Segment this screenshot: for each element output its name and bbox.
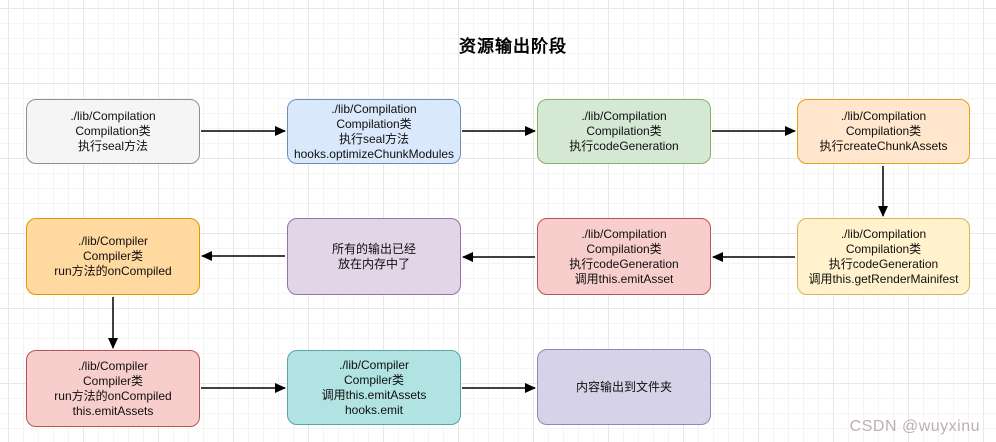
node-line: ./lib/Compilation [840,226,927,241]
node-line: 调用this.emitAssets [321,387,427,402]
node-line: 执行codeGeneration [569,256,679,271]
node-line: this.emitAssets [72,403,154,418]
diagram-title: 资源输出阶段 [459,37,567,56]
node-line: ./lib/Compilation [840,109,927,123]
node-line: ./lib/Compiler [77,358,149,373]
node-run-on-compiled: ./lib/Compiler Compiler类 run方法的onCompile… [26,218,200,295]
node-line: Compilation类 [586,124,662,138]
node-output-in-memory: 所有的输出已经 放在内存中了 [287,218,461,295]
node-line: Compiler类 [82,373,143,388]
node-line: 所有的输出已经 [331,241,416,256]
node-line: 执行seal方法 [77,139,148,153]
node-line: ./lib/Compilation [70,109,156,123]
node-hooks-emit: ./lib/Compiler Compiler类 调用this.emitAsse… [287,350,461,425]
node-create-chunk-assets: ./lib/Compilation Compilation类 执行createC… [797,99,970,164]
node-code-generation: ./lib/Compilation Compilation类 执行codeGen… [537,99,711,164]
node-output-to-folder: 内容输出到文件夹 [537,349,711,425]
node-line: 执行codeGeneration [569,139,679,153]
node-emit-asset: ./lib/Compilation Compilation类 执行codeGen… [537,218,711,295]
node-optimize-chunk-modules: ./lib/Compilation Compilation类 执行seal方法 … [287,99,461,164]
node-line: hooks.optimizeChunkModules [293,146,455,161]
node-line: 执行codeGeneration [828,256,939,271]
watermark: CSDN @wuyxinu [849,418,980,435]
node-line: ./lib/Compiler [77,234,149,248]
node-line: Compilation类 [336,116,412,131]
node-line: 放在内存中了 [337,256,410,271]
node-line: 执行createChunkAssets [819,139,948,153]
node-line: Compiler类 [343,372,404,387]
node-compilation-seal: ./lib/Compilation Compilation类 执行seal方法 [26,99,200,164]
node-line: run方法的onCompiled [54,388,172,403]
node-line: 执行seal方法 [338,131,409,146]
node-line: ./lib/Compilation [581,226,667,241]
node-line: 调用this.getRenderMainifest [808,271,959,286]
node-line: Compilation类 [845,124,922,138]
node-get-render-manifest: ./lib/Compilation Compilation类 执行codeGen… [797,218,970,295]
node-line: run方法的onCompiled [54,264,172,278]
node-line: hooks.emit [344,402,404,417]
node-line: Compilation类 [75,124,151,138]
node-line: ./lib/Compilation [581,109,667,123]
node-on-compiled-emit-assets: ./lib/Compiler Compiler类 run方法的onCompile… [26,350,200,427]
node-line: Compilation类 [586,241,662,256]
node-line: Compilation类 [845,241,922,256]
node-line: Compiler类 [82,249,143,263]
node-line: 内容输出到文件夹 [575,379,672,394]
node-line: ./lib/Compilation [331,101,417,116]
node-line: 调用this.emitAsset [574,271,674,286]
node-line: ./lib/Compiler [338,357,410,372]
